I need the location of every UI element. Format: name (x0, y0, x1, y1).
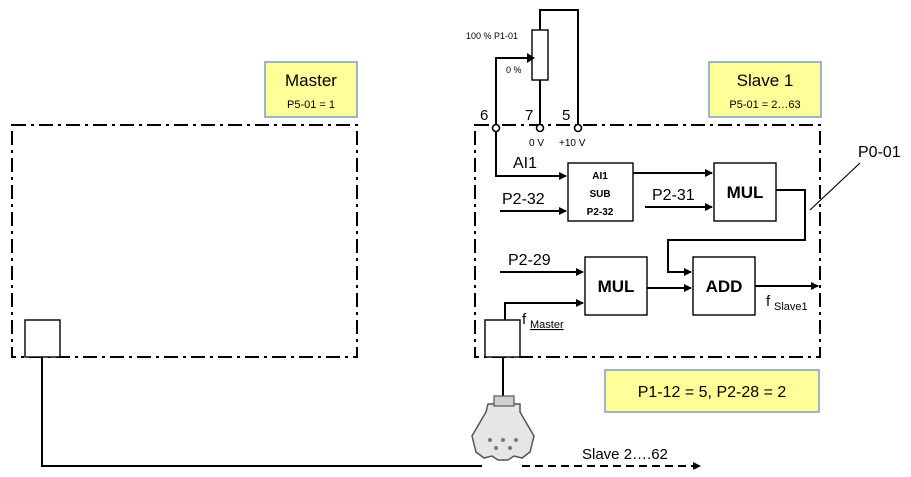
slave-param: P5-01 = 2…63 (729, 99, 800, 111)
signal-fslave-sub: Slave1 (774, 301, 808, 313)
master-drive-outline (11, 124, 358, 358)
signal-fslave-main: f (766, 293, 771, 310)
bus-slave-range-label: Slave 2….62 (582, 446, 668, 463)
p0-01-leader-line (809, 162, 861, 211)
signal-p2-29-label: P2-29 (508, 252, 551, 269)
slave-title: Slave 1 (737, 71, 794, 90)
sub-block-line1: AI1 (592, 171, 608, 182)
signal-mul-to-add (667, 189, 806, 276)
master-comm-port (24, 319, 61, 358)
signal-fmaster-line (504, 299, 584, 320)
master-bus-cable (41, 357, 482, 467)
signal-ai1-line (495, 132, 567, 180)
master-label-box (264, 61, 358, 118)
signal-p2-31-label: P2-31 (652, 187, 695, 204)
mul-block-upper (713, 162, 777, 222)
slave-drive-outline (474, 124, 821, 358)
p0-01-label: P0-01 (858, 144, 901, 161)
wire-plus10v (539, 9, 579, 126)
signal-p2-32-label: P2-32 (502, 191, 545, 208)
terminal-5-label: 5 (562, 107, 570, 124)
terminal-6 (491, 123, 501, 133)
terminal-5 (573, 123, 583, 133)
slave-comm-port (484, 319, 521, 358)
master-title: Master (285, 71, 337, 90)
signal-fmaster-main: f (522, 311, 527, 328)
add-block-label: ADD (706, 277, 743, 296)
terminal-0v-label: 0 V (529, 138, 544, 149)
slave-label-box (708, 61, 822, 118)
signal-fmaster-sub: Master (530, 319, 564, 331)
settings-box (604, 369, 820, 413)
sub-block-line2: SUB (589, 189, 610, 200)
master-param: P5-01 = 1 (287, 99, 335, 111)
settings-text: P1-12 = 5, P2-28 = 2 (638, 384, 787, 401)
mul-block-upper-label: MUL (727, 183, 764, 202)
potentiometer-body (531, 29, 549, 81)
mul-block-lower (584, 256, 648, 316)
mul-block-lower-label: MUL (598, 277, 635, 296)
pot-0-label: 0 % (506, 65, 522, 75)
terminal-7-label: 7 (525, 107, 533, 124)
sub-block-line3: P2-32 (587, 207, 614, 218)
terminal-10v-label: +10 V (559, 138, 586, 149)
terminal-7 (535, 123, 545, 133)
terminal-6-label: 6 (480, 107, 488, 124)
signal-ai1-label: AI1 (513, 155, 537, 172)
bus-splitter-icon (471, 395, 535, 461)
pot-100-label: 100 % P1-01 (466, 31, 518, 41)
wire-wiper (495, 57, 527, 126)
sub-block (567, 162, 634, 222)
wiper-arrow-icon (527, 53, 535, 63)
